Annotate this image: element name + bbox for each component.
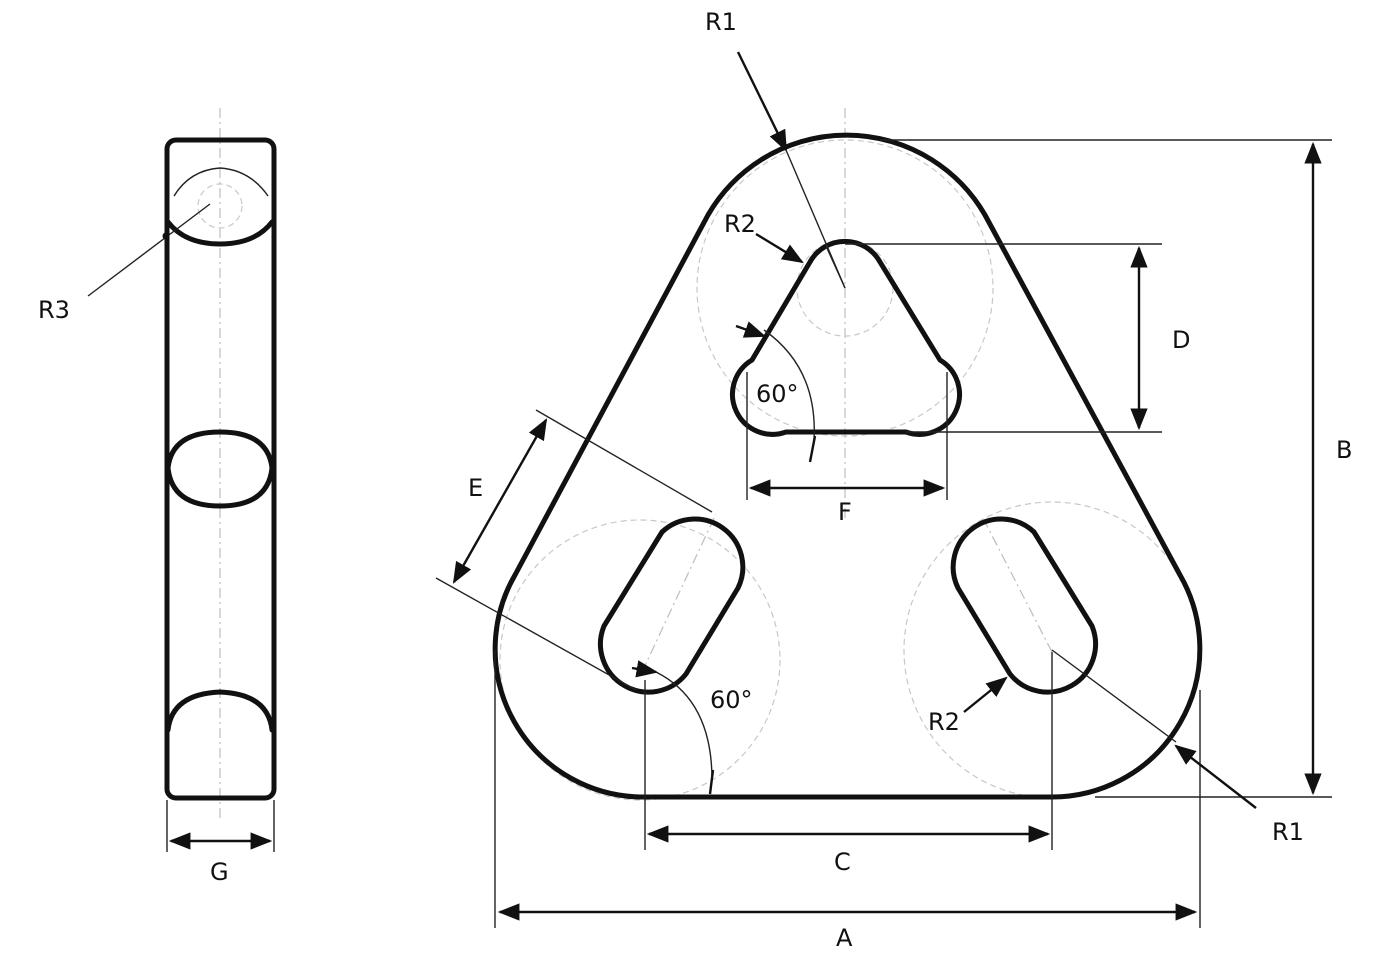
- e-dimension-line: [452, 418, 548, 584]
- r2-right-label: R2: [928, 708, 960, 736]
- side-view-hidden-circle: [197, 183, 243, 229]
- lower-angle-arrow: [631, 660, 659, 678]
- side-view: R3 G: [38, 108, 277, 886]
- r3-label: R3: [38, 296, 70, 324]
- side-view-top-hole: [165, 219, 275, 247]
- e-label: E: [468, 474, 483, 502]
- r1-bottom-label: R1: [1272, 818, 1304, 846]
- upper-angle-label: 60°: [756, 380, 799, 408]
- lower-angle-arc: [655, 671, 713, 781]
- lower-angle-label: 60°: [710, 686, 753, 714]
- left-slot-centerline: [641, 513, 717, 673]
- upper-angle-tick: [808, 435, 817, 463]
- g-label: G: [210, 858, 229, 886]
- e-ext-top: [535, 409, 713, 513]
- side-view-top-hole-upper: [173, 167, 269, 197]
- r1-top-leader: [736, 51, 788, 152]
- a-label: A: [836, 924, 853, 952]
- r1-top-label: R1: [705, 8, 737, 36]
- right-slot-centerline: [983, 519, 1053, 653]
- r1-bottom-leader: [1174, 744, 1257, 809]
- r2-upper-label: R2: [724, 210, 756, 238]
- left-construction-circle: [499, 519, 781, 801]
- top-construction-circle: [696, 139, 994, 437]
- side-view-bottom-hole: [165, 689, 275, 733]
- front-view: A C B D F E R1 R1: [435, 8, 1352, 952]
- upper-angle-arc: [763, 329, 815, 441]
- r1-bottom-radius-line: [1051, 649, 1177, 743]
- right-slot: [950, 516, 1099, 695]
- b-label: B: [1336, 436, 1352, 464]
- r3-leader-dot: [162, 232, 170, 240]
- r3-leader: [87, 203, 211, 297]
- r2-upper-radius-line: [825, 245, 846, 289]
- side-view-middle-hole: [165, 429, 275, 509]
- f-label: F: [838, 498, 852, 526]
- left-slot: [597, 516, 746, 695]
- d-label: D: [1172, 326, 1190, 354]
- c-label: C: [834, 848, 851, 876]
- r2-right-leader: [963, 676, 1008, 713]
- plate-outline: [492, 132, 1203, 800]
- lower-angle-tick: [708, 769, 715, 795]
- e-ext-bottom: [435, 577, 637, 691]
- upper-angle-arrow: [735, 321, 767, 338]
- r2-upper-leader: [755, 232, 804, 264]
